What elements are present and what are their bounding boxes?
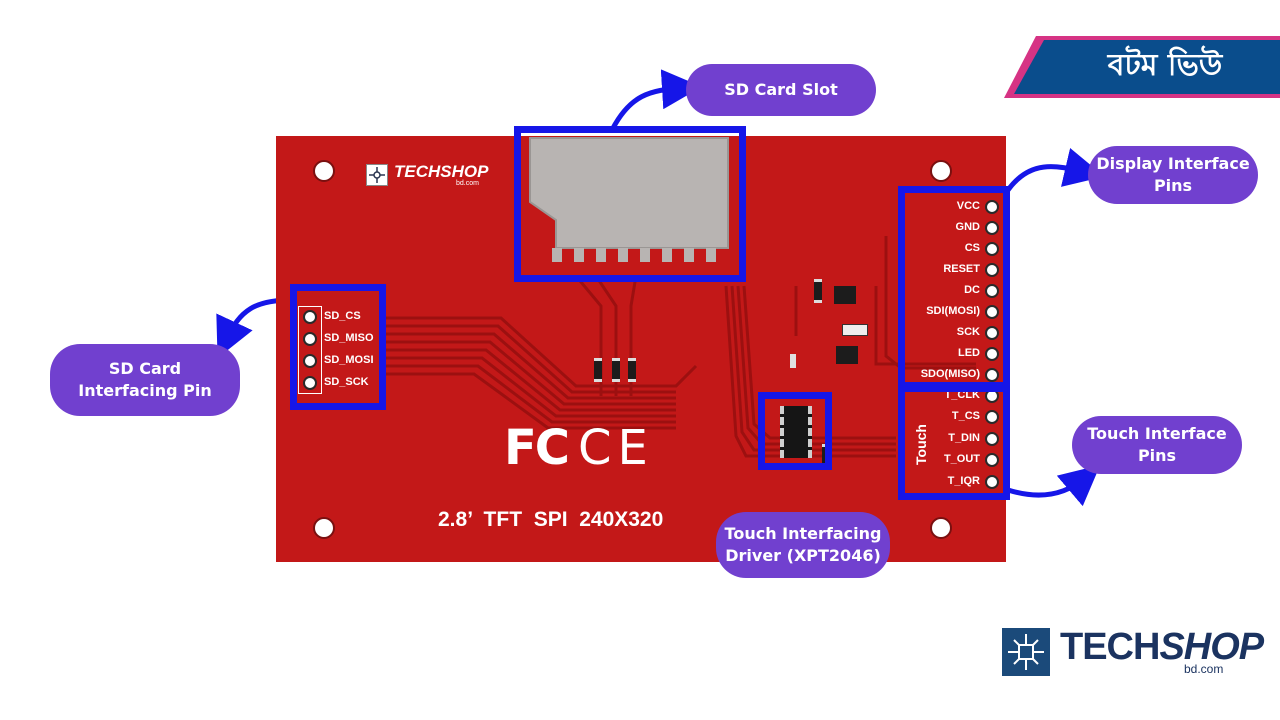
highlight-touch-driver [758, 392, 832, 470]
sd-pin-pad [303, 376, 317, 390]
display-pin-label: SCK [956, 326, 980, 338]
sd-pin-pad [303, 332, 317, 346]
smd-component [842, 324, 868, 336]
mount-hole-bottom-right [930, 517, 952, 539]
smd-component [628, 358, 636, 382]
mount-hole-top-left [313, 160, 335, 182]
display-pin-label: GND [955, 221, 980, 233]
callout-sd-pins-line2: Interfacing Pin [78, 381, 212, 400]
sd-pin-pad [303, 310, 317, 324]
callout-sd-pins-line1: SD Card [108, 358, 182, 378]
sd-pin-label: SD_MOSI [324, 354, 374, 366]
callout-touch-pins: Touch Interface Pins [1072, 416, 1242, 474]
xpt2046-chip [780, 406, 812, 458]
display-pin-pad [985, 263, 999, 277]
callout-sd-pins: SD Card Interfacing Pin [50, 344, 240, 416]
arrow-touch-pins [1007, 465, 1101, 507]
pcb-traces [386, 236, 976, 458]
display-pin-label: CS [964, 242, 980, 254]
display-pin-label: SDO(MISO) [920, 368, 980, 380]
display-pin-pad [985, 242, 999, 256]
touch-pin-label: T_DIN [948, 432, 980, 444]
callout-touch-driver-line1: Touch Interfacing [724, 523, 882, 543]
board-brand-sub: bd.com [456, 180, 479, 187]
board-brand: TECHSHOP [394, 162, 489, 181]
sd-pin-pad [303, 354, 317, 368]
circuit-icon [369, 167, 385, 183]
display-pin-pad [985, 200, 999, 214]
display-pin-label: VCC [956, 200, 980, 212]
touch-pin-label: T_OUT [943, 453, 980, 465]
footer-brand-a: TECH [1060, 626, 1160, 668]
callout-display-pins-line1: Display Interface [1096, 153, 1250, 173]
display-pin-label: DC [964, 284, 980, 296]
display-pin-pad [985, 326, 999, 340]
arrow-display-pins [1005, 147, 1105, 192]
touch-pin-pad [985, 432, 999, 446]
sd-pin-label: SD_CS [324, 310, 361, 322]
display-pin-label: SDI(MOSI) [926, 305, 980, 317]
callout-display-pins: Display Interface Pins [1088, 146, 1258, 204]
board-logo-icon [366, 164, 388, 186]
model-text: 2.8’ TFT SPI 240X320 [438, 508, 664, 531]
display-pin-label: LED [958, 347, 980, 359]
display-pin-pad [985, 305, 999, 319]
circuit-icon [1002, 628, 1050, 676]
touch-pin-pad [985, 453, 999, 467]
smd-component [612, 358, 620, 382]
footer-logo: TECHSHOP bd.com [1002, 626, 1264, 680]
smd-component [790, 354, 796, 368]
footer-brand-b: SHOP [1159, 626, 1264, 668]
transistor [834, 286, 856, 304]
pcb-board: TECHSHOP bd.com FC CE 2.8’ TFT SPI 240X3… [276, 136, 1006, 562]
smd-component [814, 279, 822, 303]
display-pin-pad [985, 221, 999, 235]
callout-sd-slot-text: SD Card Slot [724, 79, 838, 99]
sd-pin-label: SD_MISO [324, 332, 374, 344]
circuit-icon-graphic [1008, 634, 1044, 670]
mount-hole-top-right [930, 160, 952, 182]
display-pin-label: RESET [943, 263, 980, 275]
header-banner-shape [1004, 36, 1280, 98]
touch-pin-label: T_CS [951, 410, 980, 422]
mount-hole-bottom-left [313, 517, 335, 539]
display-pin-pad [985, 347, 999, 361]
sd-pin-label: SD_SCK [324, 376, 369, 388]
touch-pin-label: T_CLK [944, 389, 980, 401]
touch-pin-label: T_IQR [947, 475, 980, 487]
highlight-sd-slot [514, 126, 746, 282]
header-banner: বটম ভিউ [1000, 36, 1280, 98]
header-title: বটম ভিউ [1107, 48, 1223, 83]
highlight-touch-pins [898, 382, 1010, 500]
sd-pin-header [298, 306, 322, 394]
callout-touch-driver: Touch Interfacing Driver (XPT2046) [716, 512, 890, 578]
arrow-sd-slot [609, 69, 702, 132]
callout-touch-driver-line2: Driver (XPT2046) [725, 546, 881, 565]
touch-pin-pad [985, 475, 999, 489]
touch-pin-pad [985, 410, 999, 424]
smd-component [594, 358, 602, 382]
callout-sd-slot: SD Card Slot [686, 64, 876, 116]
footer-brand: TECHSHOP [1060, 626, 1264, 669]
display-pin-pad [985, 368, 999, 382]
ce-mark: CE [578, 420, 654, 476]
sd-card-slot [528, 136, 730, 266]
display-pin-pad [985, 284, 999, 298]
sd-card-slot-shape [529, 137, 729, 262]
callout-touch-pins-line1: Touch Interface [1087, 423, 1227, 443]
highlight-sd-pins [290, 284, 386, 410]
highlight-display-pins [898, 186, 1010, 392]
callout-touch-pins-line2: Pins [1137, 446, 1177, 465]
transistor [836, 346, 858, 364]
fc-mark: FC [504, 420, 570, 476]
callout-display-pins-line2: Pins [1153, 176, 1193, 195]
footer-brand-sub: bd.com [1184, 662, 1224, 676]
